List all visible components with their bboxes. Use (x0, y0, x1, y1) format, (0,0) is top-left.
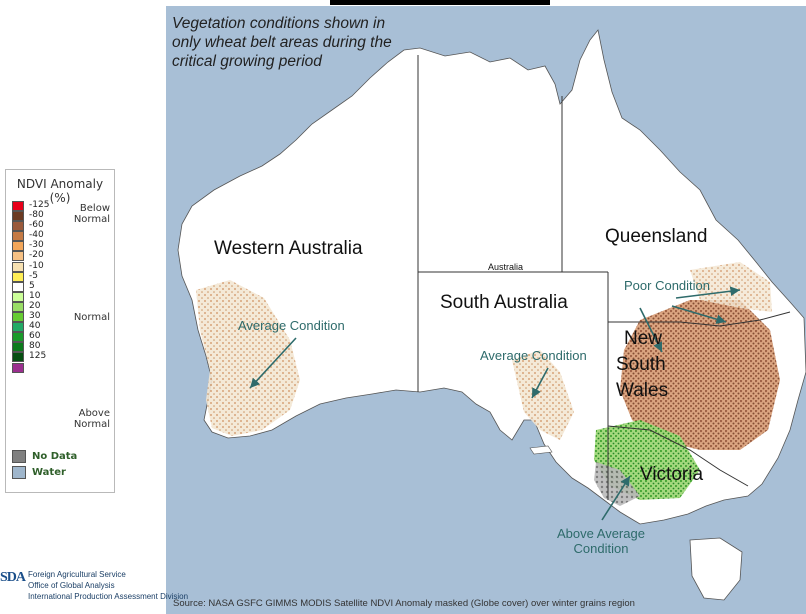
legend-swatch: 40 (12, 321, 40, 333)
legend-swatch: -30 (12, 240, 44, 252)
label-nsw-line3: Wales (616, 380, 669, 401)
annotation-line: critical growing period (172, 53, 322, 70)
legend-swatch: 60 (12, 331, 40, 343)
legend-above-line2: Normal (73, 419, 110, 430)
legend-swatch-label: 5 (29, 280, 35, 291)
ndvi-legend: NDVI Anomaly (%) -125-80-60-40-30-20-10-… (5, 169, 115, 493)
legend-water-swatch (12, 466, 26, 479)
legend-title: NDVI Anomaly (%) (16, 177, 104, 205)
usda-fas-logo: SDA Foreign Agricultural Service Office … (0, 570, 188, 614)
legend-swatch-label: 125 (29, 351, 47, 362)
legend-swatch-label: 20 (29, 300, 41, 311)
legend-below-line2: Normal (73, 214, 110, 225)
label-western-australia: Western Australia (214, 238, 363, 259)
logo-line2: Office of Global Analysis (28, 581, 115, 590)
wa-wheatbelt (196, 280, 300, 436)
legend-swatch: 80 (12, 341, 40, 353)
legend-swatch: -80 (12, 210, 44, 222)
legend-swatch-label: -10 (29, 260, 44, 271)
legend-swatch-label: -30 (29, 240, 44, 251)
label-south-australia: South Australia (440, 292, 568, 313)
legend-no-data: No Data (12, 450, 77, 463)
legend-normal: Normal (73, 312, 110, 323)
label-nsw-line1: New (624, 328, 663, 349)
arrow-sa (531, 367, 549, 399)
legend-above-normal: Above Normal (66, 408, 110, 430)
legend-swatch: -60 (12, 220, 44, 232)
logo-mark: SDA (0, 570, 26, 585)
arrow-qld-2 (671, 305, 727, 324)
qld-nsw-border (608, 311, 791, 327)
logo-line3: International Production Assessment Divi… (28, 592, 189, 601)
label-wa-condition: Average Condition (238, 318, 345, 333)
legend-swatch: -20 (12, 250, 44, 262)
legend-no-data-label: No Data (32, 451, 78, 462)
legend-water-label: Water (32, 467, 66, 478)
tasmania (689, 537, 743, 601)
label-nsw-line2: South (616, 354, 666, 375)
label-victoria: Victoria (640, 464, 704, 485)
label-vic-condition-line1: Above Average (557, 526, 645, 541)
legend-swatch: -5 (12, 271, 38, 282)
label-australia: Australia (488, 262, 524, 272)
nsw-wheatbelt (620, 300, 780, 450)
legend-swatch-label: 10 (29, 290, 41, 301)
legend-swatch-label: -40 (29, 230, 44, 241)
arrow-nsw (639, 307, 663, 353)
legend-swatch-label: -125 (29, 200, 50, 210)
top-bar-fragment (330, 0, 550, 5)
legend-swatch-label: -20 (29, 250, 44, 261)
label-queensland: Queensland (605, 226, 708, 247)
legend-below-normal: Below Normal (66, 203, 110, 225)
legend-swatch: -40 (12, 230, 44, 242)
legend-swatch-label: 80 (29, 341, 41, 352)
legend-swatch: 10 (12, 291, 40, 302)
legend-swatch (12, 362, 24, 373)
logo-line1: Foreign Agricultural Service (28, 570, 126, 579)
legend-swatch-label: -60 (29, 220, 44, 231)
label-vic-condition-line2: Condition (573, 541, 629, 556)
legend-swatch-label: 30 (29, 311, 41, 322)
annotation-note: Vegetation conditions shown in only whea… (172, 14, 432, 71)
arrow-qld-1 (675, 286, 741, 299)
kangaroo-island (529, 445, 553, 455)
legend-swatch-label: -5 (29, 270, 38, 281)
legend-swatch: 125 (12, 351, 46, 363)
legend-no-data-swatch (12, 450, 26, 463)
legend-above-line1: Above (78, 408, 110, 419)
arrow-vic (601, 475, 631, 521)
vic-grey (594, 462, 640, 506)
legend-swatch-label: 60 (29, 331, 41, 342)
legend-swatch-label: 40 (29, 321, 41, 332)
label-qld-condition: Poor Condition (624, 278, 710, 293)
legend-swatch: -125 (12, 200, 49, 211)
state-borders (417, 55, 791, 500)
legend-below-line1: Below (79, 203, 110, 214)
annotation-line: only wheat belt areas during the (172, 34, 392, 51)
label-sa-condition: Average Condition (480, 348, 587, 363)
annotation-arrows (249, 286, 741, 521)
legend-swatch: 20 (12, 301, 40, 312)
annotation-line: Vegetation conditions shown in (172, 15, 386, 32)
sa-wheatbelt (512, 350, 574, 440)
arrow-wa (249, 337, 297, 389)
legend-swatch: 30 (12, 311, 40, 323)
nsw-vic-border (607, 425, 749, 487)
source-caption: Source: NASA GSFC GIMMS MODIS Satellite … (173, 598, 635, 609)
legend-swatch-label: -80 (29, 210, 44, 221)
legend-swatch: 5 (12, 281, 35, 292)
label-vic-condition: Above Average Condition (546, 526, 656, 556)
legend-swatch: -10 (12, 261, 44, 272)
legend-water: Water (12, 466, 66, 479)
